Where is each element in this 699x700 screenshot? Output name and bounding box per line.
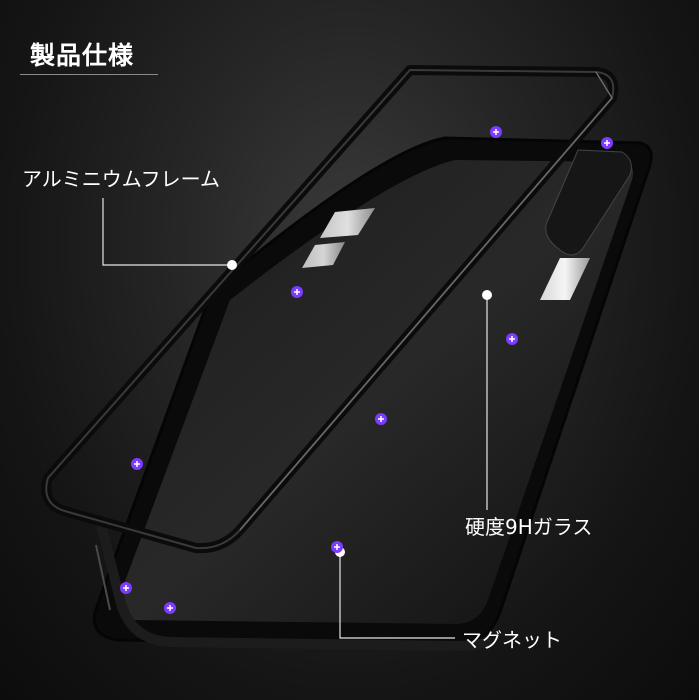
magnet-marker-icon [375, 413, 387, 425]
magnet-marker-icon [506, 333, 518, 345]
magnet-marker-icon [131, 458, 143, 470]
magnet-marker-icon [291, 286, 303, 298]
magnet-marker-icon [601, 137, 613, 149]
callout-lines [102, 198, 492, 639]
magnet-markers [120, 126, 613, 614]
glass-callout-label: 硬度9Hガラス [465, 515, 593, 539]
page-title: 製品仕様 [30, 41, 135, 70]
frame-callout-label: アルミニウムフレーム [22, 167, 220, 191]
title-underline [20, 74, 158, 75]
magnet-marker-icon [331, 541, 343, 553]
back-glass-panel [92, 136, 653, 652]
magnet-marker-icon [120, 582, 132, 594]
magnet-marker-icon [164, 602, 176, 614]
magnet-callout-label: マグネット [462, 628, 562, 652]
magnet-marker-icon [490, 126, 502, 138]
aluminium-frame [41, 65, 619, 554]
